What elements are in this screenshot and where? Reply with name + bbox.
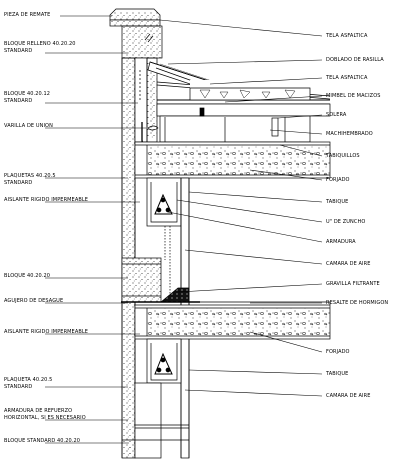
label-aislante-1: AISLANTE RIGIDO IMPERMEABLE xyxy=(4,197,89,203)
label-mimbel-de-macizos: MIMBEL DE MACIZOS xyxy=(326,93,381,99)
label-armadura-refuerzo-2: HORIZONTAL, SI ES NECESARIO xyxy=(4,415,86,421)
label-forjado-2: FORJADO xyxy=(326,349,350,355)
varilla-hook xyxy=(147,125,159,131)
label-camara-de-aire-1: CAMARA DE AIRE xyxy=(326,261,371,267)
forjado-slab-2 xyxy=(134,301,331,340)
label-armadura-refuerzo: ARMADURA DE REFUERZO xyxy=(4,408,73,414)
label-bloque-40-20-12-standard: STANDARD xyxy=(4,98,33,104)
label-machihembrado: MACHIHEMBRADO xyxy=(326,131,373,137)
label-solera: SOLERA xyxy=(326,112,347,118)
label-pieza-de-remate: PIEZA DE REMATE xyxy=(4,12,51,18)
label-bloque-standard: BLOQUE STANDARD 40.20.20 xyxy=(4,438,81,444)
label-plaqueta-standard: STANDARD xyxy=(4,384,33,390)
label-bloque-40-20-12: BLOQUE 40.20.12 xyxy=(4,91,51,97)
pieza-de-remate-block xyxy=(109,8,161,27)
label-plaquetas: PLAQUETAS 40.20.5 xyxy=(4,173,56,179)
label-plaquetas-standard: STANDARD xyxy=(4,180,33,186)
label-resalte-de-hormigon: RESALTE DE HORMIGON xyxy=(326,300,389,306)
label-aislante-2: AISLANTE RIGIDO IMPERMEABLE xyxy=(4,329,89,335)
label-tela-asfaltica-1: TELA ASFALTICA xyxy=(326,33,368,39)
label-forjado-1: FORJADO xyxy=(326,177,350,183)
label-doblado-de-rasilla: DOBLADO DE RASILLA xyxy=(326,57,384,63)
label-plaqueta: PLAQUETA 40.20.5 xyxy=(4,377,53,383)
label-bloque-relleno: BLOQUE RELLENO 40.20.20 xyxy=(4,41,76,47)
u-zuncho-1 xyxy=(146,177,182,227)
label-varilla-de-union: VARILLA DE UNION xyxy=(4,123,53,129)
roof-layers xyxy=(156,80,331,143)
label-camara-de-aire-2: CAMARA DE AIRE xyxy=(326,393,371,399)
leader-lines-left xyxy=(45,15,146,444)
label-gravilla-filtrante: GRAVILLA FILTRANTE xyxy=(326,281,380,287)
bloque-standard-block xyxy=(122,382,189,459)
label-tabique-2: TABIQUE xyxy=(326,371,349,377)
label-tabiquillos: TABIQUILLOS xyxy=(326,153,360,159)
label-bloque-relleno-standard: STANDARD xyxy=(4,48,33,54)
leader-lines-right xyxy=(159,19,323,397)
label-agujero-de-desague: AGUJERO DE DESAGUE xyxy=(4,298,64,304)
gravilla-filtrante xyxy=(160,287,190,303)
forjado-slab-1 xyxy=(134,141,331,179)
u-zuncho-2 xyxy=(146,338,182,384)
bloque-40-20-20-block xyxy=(121,257,162,303)
label-tabique-1: TABIQUE xyxy=(326,199,349,205)
label-armadura: ARMADURA xyxy=(326,239,356,245)
label-u-de-zuncho: U" DE ZUNCHO xyxy=(326,219,366,225)
label-tela-asfaltica-2: TELA ASFALTICA xyxy=(326,75,368,81)
label-bloque-40-20-20: BLOQUE 40.20.20 xyxy=(4,273,51,279)
bloque-relleno-block xyxy=(121,25,163,59)
